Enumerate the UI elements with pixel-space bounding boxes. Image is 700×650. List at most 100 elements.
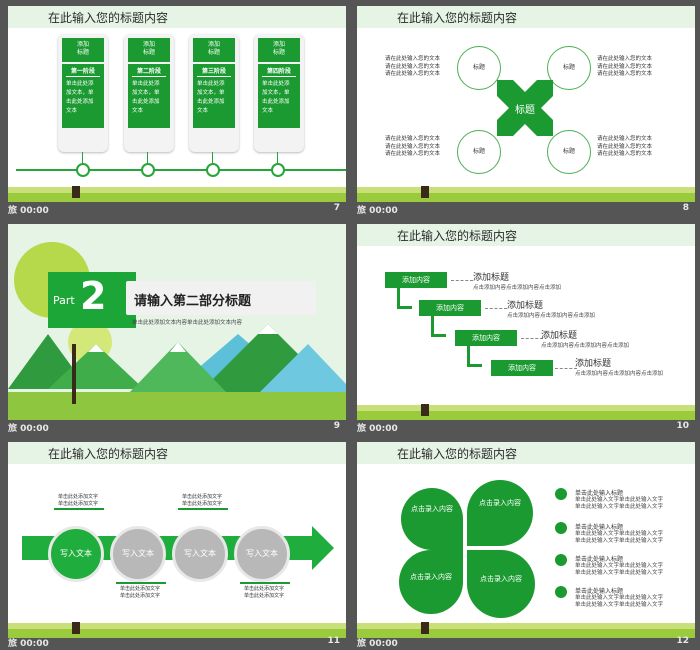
label-bottom: 单击此处添加文字单击此处添加文字 bbox=[244, 586, 285, 599]
label-top: 单击此处添加文字单击此处添加文字 bbox=[182, 494, 223, 507]
stage-card-1: 添加标题 第一阶段单击此处添加文本，单击此处添加文本 bbox=[58, 34, 108, 152]
label-underline bbox=[178, 508, 228, 510]
bullet-icon bbox=[555, 586, 567, 598]
slide-header: 在此输入您的标题内容 bbox=[8, 442, 346, 464]
slide-footer: 旅 00:00 8 bbox=[357, 203, 695, 217]
slide-time: 旅 00:00 bbox=[8, 639, 49, 649]
item-text: 单击此处输入文字单击此处输入文字单击此处输入文字单击此处输入文字 bbox=[575, 531, 664, 544]
card-body: 第一阶段单击此处添加文本，单击此处添加文本 bbox=[62, 64, 104, 128]
stair-connector bbox=[431, 316, 446, 337]
slide-number: 11 bbox=[327, 636, 340, 646]
leaf-bottom-right: 点击录入内容 bbox=[467, 550, 535, 618]
slide-header: 在此输入您的标题内容 bbox=[357, 224, 695, 246]
item-heading: 单击此处输入标题 bbox=[575, 556, 624, 563]
ground-strip bbox=[357, 622, 695, 638]
slide-thumbnail-9[interactable]: Part 2 请输入第二部分标题 单击此处添加文本内容单击此处添加文本内容 bbox=[8, 224, 346, 420]
timeline-dot bbox=[141, 163, 155, 177]
step-desc: 点击添加内容点击添加内容点击添加 bbox=[541, 343, 630, 349]
card-title: 添加标题 bbox=[128, 38, 170, 62]
item-text: 单击此处输入文字单击此处输入文字单击此处输入文字单击此处输入文字 bbox=[575, 563, 664, 576]
slide-footer: 旅 00:00 12 bbox=[357, 636, 695, 650]
step-heading: 添加标题 bbox=[473, 273, 510, 283]
part-badge: Part 2 bbox=[48, 272, 136, 328]
slide-thumbnail-10[interactable]: 在此输入您的标题内容 添加内容 添加标题 点击添加内容点击添加内容点击添加 添加… bbox=[357, 224, 695, 420]
connector bbox=[82, 152, 83, 164]
stage-card-4: 添加标题 第四阶段单击此处添加文本，单击此处添加文本 bbox=[254, 34, 304, 152]
slide-thumbnail-8[interactable]: 在此输入您的标题内容 请在此处输入您的文本请在此处输入您的文本请在此处输入您的文… bbox=[357, 6, 695, 202]
card-body: 第二阶段单击此处添加文本，单击此处添加文本 bbox=[128, 64, 170, 128]
step-circle-2: 写入文本 bbox=[110, 526, 166, 582]
connector bbox=[147, 152, 148, 164]
label-underline bbox=[54, 508, 104, 510]
slide-time: 旅 00:00 bbox=[8, 424, 49, 434]
slide-footer: 旅 00:00 7 bbox=[8, 203, 346, 217]
slide-header: 在此输入您的标题内容 bbox=[357, 442, 695, 464]
text-block: 请在此处输入您的文本请在此处输入您的文本请在此处输入您的文本 bbox=[597, 136, 653, 157]
timeline-dot bbox=[271, 163, 285, 177]
bullet-icon bbox=[555, 554, 567, 566]
connector bbox=[277, 152, 278, 164]
step-button-2: 添加内容 bbox=[419, 300, 481, 316]
text-block: 请在此处输入您的文本请在此处输入您的文本请在此处输入您的文本 bbox=[385, 56, 441, 77]
timeline-dot bbox=[76, 163, 90, 177]
bullet-icon bbox=[555, 522, 567, 534]
topic-circle: 标题 bbox=[457, 46, 501, 90]
text-block: 请在此处输入您的文本请在此处输入您的文本请在此处输入您的文本 bbox=[385, 136, 441, 157]
card-title: 添加标题 bbox=[193, 38, 235, 62]
item-heading: 单击此处输入标题 bbox=[575, 524, 624, 531]
tree-trunk bbox=[421, 404, 429, 416]
step-desc: 点击添加内容点击添加内容点击添加 bbox=[575, 371, 664, 377]
slide-footer: 旅 00:00 10 bbox=[357, 421, 695, 435]
topic-circle: 标题 bbox=[457, 130, 501, 174]
slide-number: 9 bbox=[333, 421, 340, 431]
ground-strip bbox=[8, 622, 346, 638]
center-label: 标题 bbox=[515, 105, 535, 116]
slide-time: 旅 00:00 bbox=[357, 424, 398, 434]
timeline-dot bbox=[206, 163, 220, 177]
item-text: 单击此处输入文字单击此处输入文字单击此处输入文字单击此处输入文字 bbox=[575, 595, 664, 608]
slide-title: 在此输入您的标题内容 bbox=[397, 229, 518, 243]
tree-trunk bbox=[421, 622, 429, 634]
slide-title: 在此输入您的标题内容 bbox=[397, 447, 518, 461]
item-heading: 单击此处输入标题 bbox=[575, 490, 624, 497]
slide-number: 10 bbox=[676, 421, 689, 431]
slide-thumbnail-11[interactable]: 在此输入您的标题内容 单击此处添加文字单击此处添加文字 单击此处添加文字单击此处… bbox=[8, 442, 346, 638]
text-block: 请在此处输入您的文本请在此处输入您的文本请在此处输入您的文本 bbox=[597, 56, 653, 77]
tree-trunk bbox=[421, 186, 429, 198]
connector bbox=[212, 152, 213, 164]
step-desc: 点击添加内容点击添加内容点击添加 bbox=[473, 285, 562, 291]
step-button-3: 添加内容 bbox=[455, 330, 517, 346]
item-text: 单击此处输入文字单击此处输入文字单击此处输入文字单击此处输入文字 bbox=[575, 497, 664, 510]
card-body: 第三阶段单击此处添加文本，单击此处添加文本 bbox=[193, 64, 235, 128]
slide-time: 旅 00:00 bbox=[357, 206, 398, 216]
bullet-icon bbox=[555, 488, 567, 500]
slide-title: 在此输入您的标题内容 bbox=[48, 447, 169, 461]
slide-header: 在此输入您的标题内容 bbox=[357, 6, 695, 28]
slide-time: 旅 00:00 bbox=[357, 639, 398, 649]
slide-number: 12 bbox=[676, 636, 689, 646]
slide-time: 旅 00:00 bbox=[8, 206, 49, 216]
section-title-box: 请输入第二部分标题 bbox=[126, 281, 316, 315]
stage-card-2: 添加标题 第二阶段单击此处添加文本，单击此处添加文本 bbox=[124, 34, 174, 152]
topic-circle: 标题 bbox=[547, 130, 591, 174]
slide-thumbnail-12[interactable]: 在此输入您的标题内容 点击录入内容 点击录入内容 点击录入内容 点击录入内容 单… bbox=[357, 442, 695, 638]
item-heading: 单击此处输入标题 bbox=[575, 588, 624, 595]
dash-connector bbox=[555, 368, 577, 370]
dash-connector bbox=[451, 280, 473, 282]
card-title: 添加标题 bbox=[258, 38, 300, 62]
dash-connector bbox=[485, 308, 507, 310]
leaf-top-right: 点击录入内容 bbox=[467, 480, 533, 546]
leaf-bottom-left: 点击录入内容 bbox=[399, 550, 463, 614]
slide-number: 7 bbox=[333, 203, 340, 213]
section-subtitle: 单击此处添加文本内容单击此处添加文本内容 bbox=[132, 320, 243, 326]
step-circle-3: 写入文本 bbox=[172, 526, 228, 582]
slide-thumbnail-7[interactable]: 在此输入您的标题内容 添加标题 第一阶段单击此处添加文本，单击此处添加文本 添加… bbox=[8, 6, 346, 202]
stage-card-3: 添加标题 第三阶段单击此处添加文本，单击此处添加文本 bbox=[189, 34, 239, 152]
slide-footer: 旅 00:00 11 bbox=[8, 636, 346, 650]
slide-header: 在此输入您的标题内容 bbox=[8, 6, 346, 28]
topic-circle: 标题 bbox=[547, 46, 591, 90]
step-heading: 添加标题 bbox=[541, 331, 578, 341]
step-button-1: 添加内容 bbox=[385, 272, 447, 288]
step-heading: 添加标题 bbox=[507, 301, 544, 311]
card-title: 添加标题 bbox=[62, 38, 104, 62]
